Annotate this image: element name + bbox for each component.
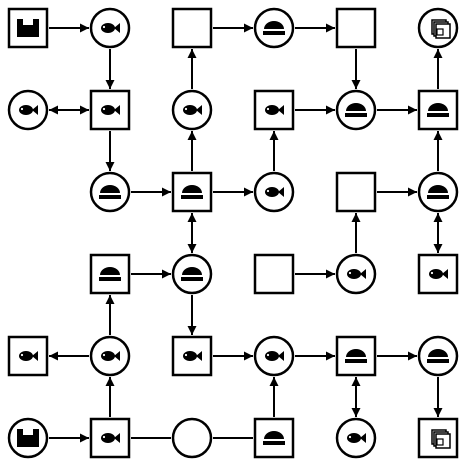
fish-icon: [19, 351, 38, 361]
circle-node[interactable]: [417, 7, 459, 49]
square-node[interactable]: [335, 335, 377, 377]
dome-icon: [345, 103, 367, 117]
fish-icon: [101, 23, 120, 33]
fish-icon: [101, 105, 120, 115]
circle-node[interactable]: [7, 417, 49, 459]
square-node[interactable]: [417, 417, 459, 459]
square-node[interactable]: [89, 89, 131, 131]
square-node[interactable]: [7, 7, 49, 49]
square-node[interactable]: [417, 253, 459, 295]
circle-node[interactable]: [171, 89, 213, 131]
fish-icon: [101, 433, 120, 443]
fish-icon: [265, 105, 284, 115]
circle-node[interactable]: [335, 253, 377, 295]
circle-node[interactable]: [253, 171, 295, 213]
dome-icon: [427, 103, 449, 117]
layers-icon: [431, 19, 451, 39]
layers-icon: [431, 429, 451, 449]
fish-icon: [429, 269, 448, 279]
circle-node[interactable]: [171, 417, 213, 459]
square-node[interactable]: [89, 417, 131, 459]
nodes: [7, 7, 459, 459]
dome-icon: [263, 431, 285, 445]
square-node[interactable]: [171, 171, 213, 213]
square-node[interactable]: [417, 89, 459, 131]
fish-icon: [265, 351, 284, 361]
dome-icon: [99, 185, 121, 199]
dome-icon: [181, 185, 203, 199]
square-node[interactable]: [335, 171, 377, 213]
dome-icon: [427, 349, 449, 363]
dome-icon: [345, 349, 367, 363]
circle-node[interactable]: [171, 253, 213, 295]
square-node[interactable]: [335, 7, 377, 49]
square-node[interactable]: [253, 253, 295, 295]
dome-icon: [263, 21, 285, 35]
circle-node[interactable]: [417, 171, 459, 213]
fish-icon: [265, 187, 284, 197]
dome-icon: [99, 267, 121, 281]
fish-icon: [19, 105, 38, 115]
circle-node[interactable]: [89, 7, 131, 49]
fish-icon: [183, 351, 202, 361]
dome-icon: [181, 267, 203, 281]
square-node[interactable]: [171, 335, 213, 377]
edges: [49, 23, 443, 443]
dome-icon: [427, 185, 449, 199]
fish-icon: [347, 269, 366, 279]
castle-icon: [17, 429, 39, 447]
square-node[interactable]: [171, 7, 213, 49]
circle-node[interactable]: [89, 335, 131, 377]
fish-icon: [101, 351, 120, 361]
square-node[interactable]: [253, 89, 295, 131]
square-node[interactable]: [89, 253, 131, 295]
circle-node[interactable]: [7, 89, 49, 131]
fish-icon: [347, 433, 366, 443]
circle-node[interactable]: [253, 335, 295, 377]
circle-node[interactable]: [335, 417, 377, 459]
square-node[interactable]: [253, 417, 295, 459]
castle-icon: [17, 19, 39, 37]
circle-node[interactable]: [89, 171, 131, 213]
fish-icon: [183, 105, 202, 115]
circle-node[interactable]: [253, 7, 295, 49]
circle-node[interactable]: [417, 335, 459, 377]
square-node[interactable]: [7, 335, 49, 377]
circle-node[interactable]: [335, 89, 377, 131]
